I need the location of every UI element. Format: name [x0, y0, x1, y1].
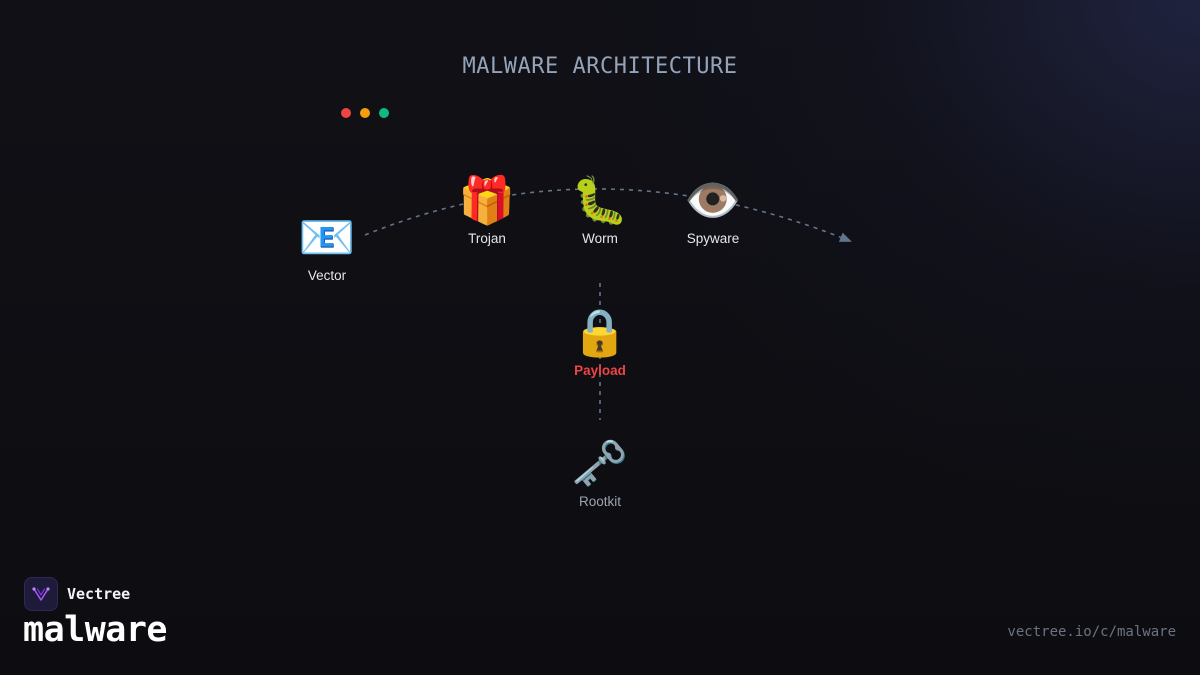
node-spyware: 👁️ Spyware: [653, 173, 773, 246]
brand-name: Vectree: [67, 585, 131, 603]
node-rootkit: 🗝️ Rootkit: [540, 436, 660, 509]
node-trojan: 🎁 Trojan: [427, 173, 547, 246]
topic-title: malware: [23, 610, 168, 650]
node-label-vector: Vector: [307, 268, 347, 283]
gift-icon: 🎁: [458, 174, 516, 226]
diagram-title: MALWARE ARCHITECTURE: [462, 54, 738, 79]
node-label-trojan: Trojan: [468, 231, 506, 246]
node-payload: 🔒 Payload: [540, 305, 660, 378]
amber-dot: [360, 108, 370, 118]
email-icon: 📧: [298, 211, 356, 263]
key-icon: 🗝️: [571, 437, 629, 489]
brand: Vectree: [24, 577, 130, 611]
node-label-payload: Payload: [574, 363, 626, 378]
source-url: vectree.io/c/malware: [1007, 624, 1176, 640]
node-vector: 📧 Vector: [267, 210, 387, 283]
node-label-rootkit: Rootkit: [578, 494, 622, 509]
node-label-worm: Worm: [582, 231, 618, 246]
node-label-spyware: Spyware: [686, 231, 740, 246]
lock-icon: 🔒: [571, 306, 629, 358]
worm-icon: 🐛: [571, 174, 629, 226]
vectree-logo-icon: [24, 577, 58, 611]
window-dots: [341, 108, 389, 118]
green-dot: [379, 108, 389, 118]
node-worm: 🐛 Worm: [540, 173, 660, 246]
eye-icon: 👁️: [684, 174, 742, 226]
red-dot: [341, 108, 351, 118]
